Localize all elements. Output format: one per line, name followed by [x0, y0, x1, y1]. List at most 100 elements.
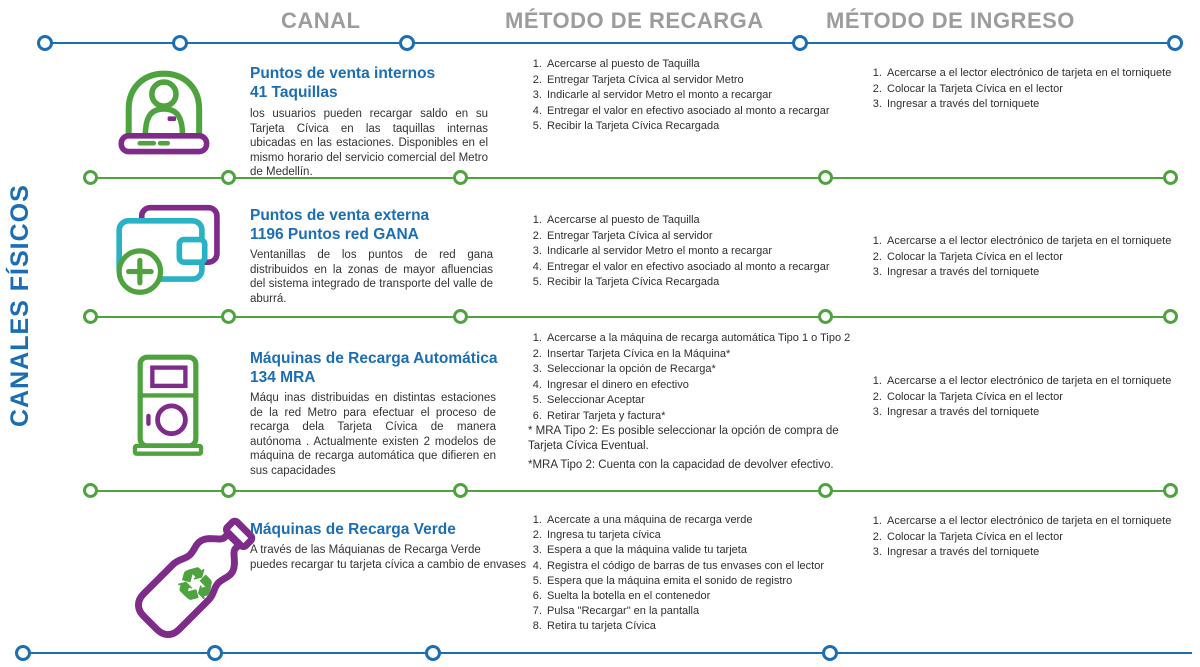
timeline-node — [221, 170, 236, 185]
timeline-node — [792, 35, 808, 51]
row-description: Máqu inas distribuidas en distintas esta… — [250, 392, 496, 477]
step-item: Colocar la Tarjeta Cívica en el lector — [885, 250, 1200, 266]
top-timeline-line — [45, 42, 1175, 44]
recarga-steps-list: Acercate a una máquina de recarga verdeI… — [528, 513, 885, 635]
row-title: Puntos de venta externa 1196 Puntos red … — [250, 206, 429, 244]
timeline-node — [822, 645, 838, 661]
bottom-timeline-line — [23, 652, 1192, 654]
step-item: Recibir la Tarjeta Cívica Recargada — [545, 275, 885, 291]
timeline-node — [221, 483, 236, 498]
row-title: Puntos de venta internos 41 Taquillas — [250, 64, 435, 102]
step-item: Acercarse a el lector electrónico de tar… — [885, 66, 1200, 82]
timeline-node — [425, 645, 441, 661]
column-header-ingreso: MÉTODO DE INGRESO — [826, 8, 1075, 33]
step-item: Entregar Tarjeta Cívica al servidor — [545, 229, 885, 245]
step-item: Insertar Tarjeta Cívica en la Máquina* — [545, 347, 885, 363]
timeline-node — [221, 309, 236, 324]
step-item: Registra el código de barras de tus enva… — [545, 559, 885, 574]
timeline-node — [1163, 309, 1178, 324]
timeline-node — [818, 483, 833, 498]
step-item: Espera que la máquina emita el sonido de… — [545, 574, 885, 589]
timeline-node — [172, 35, 188, 51]
step-item: Indicarle al servidor Metro el monto a r… — [545, 244, 885, 260]
recharge-machine-icon — [128, 348, 208, 462]
step-item: Ingresar a través del torniquete — [885, 545, 1200, 561]
recarga-steps-list: Acercarse al puesto de TaquillaEntregar … — [528, 213, 885, 291]
row-title-line2: 1196 Puntos red GANA — [250, 226, 419, 243]
step-item: Acercarse a el lector electrónico de tar… — [885, 514, 1200, 530]
row-divider-line — [90, 177, 1170, 179]
row-title: Máquinas de Recarga Verde — [250, 520, 456, 539]
step-item: Acercarse al puesto de Taquilla — [545, 213, 885, 229]
step-item: Ingresar a través del torniquete — [885, 265, 1200, 281]
row-description-line2: puedes recargar tu tarjeta cívica a camb… — [250, 559, 527, 571]
step-item: Acercarse a el lector electrónico de tar… — [885, 234, 1200, 250]
row-description-line1: A través de las Máquianas de Recarga Ver… — [250, 544, 481, 556]
step-item: Pulsa "Recargar" en la pantalla — [545, 604, 885, 619]
recarga-footnote: *MRA Tipo 2: Cuenta con la capacidad de … — [528, 459, 834, 471]
timeline-node — [818, 170, 833, 185]
timeline-node — [1167, 35, 1183, 51]
timeline-node — [1163, 483, 1178, 498]
wallet-icon — [110, 202, 228, 296]
step-item: Colocar la Tarjeta Cívica en el lector — [885, 530, 1200, 546]
step-item: Retira tu tarjeta Cívica — [545, 619, 885, 634]
step-item: Entregar el valor en efectivo asociado a… — [545, 104, 885, 120]
row-description: A través de las Máquianas de Recarga Ver… — [250, 543, 530, 573]
step-item: Acercate a una máquina de recarga verde — [545, 513, 885, 528]
step-item: Acercarse al puesto de Taquilla — [545, 57, 885, 73]
timeline-node — [1163, 170, 1178, 185]
recarga-steps-list: Acercarse al puesto de TaquillaEntregar … — [528, 57, 885, 135]
row-title-line2: 134 MRA — [250, 369, 316, 386]
step-item: Ingresar a través del torniquete — [885, 97, 1200, 113]
timeline-node — [207, 645, 223, 661]
row-title-line1: Puntos de venta internos — [250, 65, 436, 82]
row-title-line2: 41 Taquillas — [250, 84, 338, 101]
row-title-line1: Máquinas de Recarga Automática — [250, 350, 498, 367]
timeline-node — [83, 483, 98, 498]
row-divider-line — [90, 316, 1170, 318]
ticket-booth-icon — [112, 56, 214, 160]
step-item: Recibir la Tarjeta Cívica Recargada — [545, 119, 885, 135]
step-item: Ingresar a través del torniquete — [885, 405, 1200, 421]
row-title: Máquinas de Recarga Automática 134 MRA — [250, 349, 498, 387]
column-header-canal: CANAL — [281, 8, 361, 33]
step-item: Indicarle al servidor Metro el monto a r… — [545, 88, 885, 104]
column-header-recarga: MÉTODO DE RECARGA — [505, 8, 764, 33]
row-title-line1: Puntos de venta externa — [250, 207, 430, 224]
step-item: Seleccionar la opción de Recarga* — [545, 362, 885, 378]
timeline-node — [15, 645, 31, 661]
sidebar-vertical-label: CANALES FÍSICOS — [6, 184, 34, 427]
ingreso-steps-list: Acercarse a el lector electrónico de tar… — [868, 66, 1200, 113]
recarga-footnote: * MRA Tipo 2: Es posible seleccionar la … — [528, 425, 839, 452]
step-item: Seleccionar Aceptar — [545, 393, 885, 409]
timeline-node — [37, 35, 53, 51]
step-item: Espera a que la máquina valide tu tarjet… — [545, 543, 885, 558]
ingreso-steps-list: Acercarse a el lector electrónico de tar… — [868, 514, 1200, 561]
row-title-line1: Máquinas de Recarga Verde — [250, 521, 456, 538]
timeline-node — [453, 483, 468, 498]
row-description: los usuarios pueden recargar saldo en su… — [250, 108, 488, 178]
step-item: Retirar Tarjeta y factura* — [545, 409, 885, 425]
step-item: Entregar Tarjeta Cívica al servidor Metr… — [545, 73, 885, 89]
step-item: Acercarse a la máquina de recarga automá… — [545, 331, 885, 347]
step-item: Acercarse a el lector electrónico de tar… — [885, 374, 1200, 390]
timeline-node — [83, 309, 98, 324]
step-item: Entregar el valor en efectivo asociado a… — [545, 260, 885, 276]
ingreso-steps-list: Acercarse a el lector electrónico de tar… — [868, 234, 1200, 281]
step-item: Colocar la Tarjeta Cívica en el lector — [885, 390, 1200, 406]
timeline-node — [453, 170, 468, 185]
ingreso-steps-list: Acercarse a el lector electrónico de tar… — [868, 374, 1200, 421]
timeline-node — [818, 309, 833, 324]
step-item: Suelta la botella en el contenedor — [545, 589, 885, 604]
step-item: Ingresa tu tarjeta cívica — [545, 528, 885, 543]
step-item: Colocar la Tarjeta Cívica en el lector — [885, 82, 1200, 98]
timeline-node — [83, 170, 98, 185]
row-description: Ventanillas de los puntos de red gana di… — [250, 249, 493, 305]
recarga-steps-list: Acercarse a la máquina de recarga automá… — [528, 331, 885, 425]
timeline-node — [453, 309, 468, 324]
step-item: Ingresar el dinero en efectivo — [545, 378, 885, 394]
timeline-node — [399, 35, 415, 51]
row-divider-line — [90, 490, 1170, 492]
